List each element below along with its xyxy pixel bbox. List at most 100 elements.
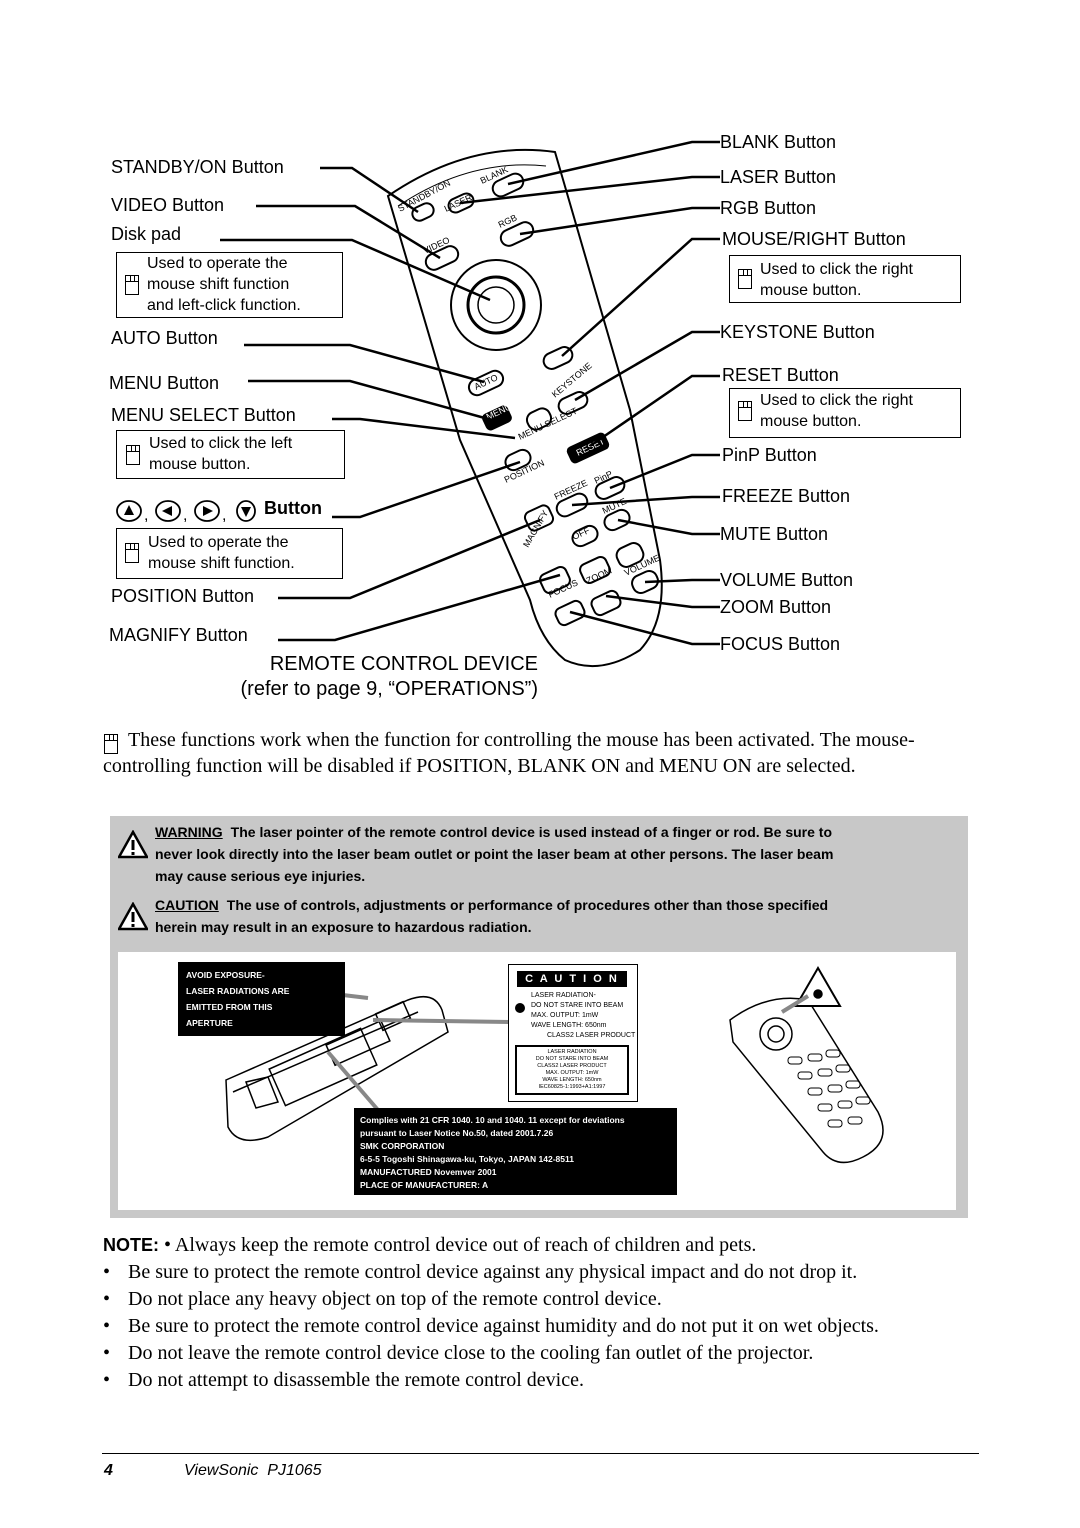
note-text: Be sure to protect the remote control de… [128,1315,879,1337]
bullet: • [103,1369,111,1391]
caution-icon [118,902,148,931]
video-key [424,245,460,271]
caution-label-line: CLASS2 LASER PRODUCT [547,1032,636,1039]
note-item-1: NOTE: • Always keep the remote control d… [103,1234,756,1257]
mouse-note-line2: controlling function will be disabled if… [103,755,856,777]
caution-label-line: MAX. OUTPUT: 1mW [531,1012,599,1019]
small-laser-label: LASER RADIATION DO NOT STARE INTO BEAM C… [515,1045,629,1095]
rgb-key [499,221,535,247]
warning-icon [118,830,148,859]
caution-label-title: C A U T I O N [517,971,627,987]
arrow-buttons-label: , , , Button [116,498,322,524]
separator: , [144,507,148,524]
caution-label-line: LASER RADIATION- [531,992,596,999]
mouse-icon [738,269,752,289]
label-keystone-button: KEYSTONE Button [720,322,875,342]
label-pinp-button: PinP Button [722,445,817,465]
footer-rule [102,1453,979,1454]
disk-pad-note: Used to operate the mouse shift function… [116,252,343,318]
note-item-4: • Be sure to protect the remote control … [103,1315,879,1338]
note-line: mouse shift function. [148,555,295,572]
caption-reference: (refer to page 9, “OPERATIONS”) [240,678,539,700]
note-text: Be sure to protect the remote control de… [128,1261,858,1283]
compliance-line: PLACE OF MANUFACTURER: A [360,1180,489,1190]
keystone-key [557,391,589,415]
note-text: Do not leave the remote control device c… [128,1342,814,1364]
bullet: • [103,1315,111,1337]
separator: , [222,507,226,524]
compliance-line: Complies with 21 CFR 1040. 10 and 1040. … [360,1115,625,1125]
caution-label-text: LASER RADIATION- DO NOT STARE INTO BEAM … [531,991,635,1041]
caution-line: herein may result in an exposure to haza… [155,919,532,935]
mouse-right-key [542,346,574,370]
compliance-line: SMK CORPORATION [360,1141,445,1151]
avoid-exposure-line: EMITTED FROM THIS [186,1002,273,1012]
focus-key [554,599,586,627]
warning-line: The laser pointer of the remote control … [230,824,833,840]
warning-line: may cause serious eye injuries. [155,868,366,884]
label-focus-button: FOCUS Button [720,634,841,654]
volume-key [631,569,659,595]
caption-title: REMOTE CONTROL DEVICE [269,653,538,675]
label-laser-button: LASER Button [720,167,837,187]
auto-key [467,369,505,397]
menu-key [482,405,512,431]
reset-note: Used to click the right mouse button. [729,388,961,438]
caution-label-line: WAVE LENGTH: 650nm [531,1022,607,1029]
caution-line: The use of controls, adjustments or perf… [226,897,829,913]
laser-labels-figure: AVOID EXPOSURE- LASER RADIATIONS ARE EMI… [118,952,956,1210]
small-label-line: MAX. OUTPUT: 1mW [545,1070,599,1076]
page-number: 4 [104,1462,113,1479]
label-auto-button: AUTO Button [111,328,218,348]
warning-line: never look directly into the laser beam … [155,846,834,862]
compliance-label: Complies with 21 CFR 1040. 10 and 1040. … [354,1108,677,1195]
avoid-exposure-line: LASER RADIATIONS ARE [186,986,290,996]
caution-text: CAUTION The use of controls, adjustments … [155,894,828,916]
mouse-icon [125,275,139,295]
label-standby-button: STANDBY/ON Button [111,157,284,177]
compliance-line: MANUFACTURED Novemver 2001 [360,1167,497,1177]
remote-control-drawing [386,148,663,668]
freeze-key [555,492,589,518]
label-mouse-right-button: MOUSE/RIGHT Button [722,229,906,249]
label-arrow-buttons: Button [264,498,322,518]
small-label-line: WAVE LENGTH: 650nm [542,1077,602,1083]
note-text: Do not place any heavy object on top of … [128,1288,662,1310]
compliance-line: 6-5-5 Togoshi Shinagawa-ku, Tokyo, JAPAN… [360,1154,574,1164]
small-label-line: IEC60825-1:1993+A1:1997 [538,1084,606,1090]
leader-lines [220,140,720,646]
note-line: mouse button. [760,282,862,299]
mouse-right-note: Used to click the right mouse button. [729,255,961,303]
menu-select-note: Used to click the left mouse button. [116,430,345,479]
mouse-note-line1: These functions work when the function f… [128,729,915,751]
note-line: mouse shift function [147,276,290,293]
bullet: • [103,1342,111,1364]
note-text: Do not attempt to disassemble the remote… [128,1369,584,1391]
separator: , [183,507,187,524]
bullet: • [164,1234,172,1256]
footer-product: ViewSonic PJ1065 [184,1462,322,1479]
small-label-line: LASER RADIATION [547,1049,597,1055]
mute-key [603,508,631,532]
note-line: Used to operate the [148,534,289,551]
arrow-buttons-note: Used to operate the mouse shift function… [116,528,343,579]
note-line: Used to click the right [760,392,913,409]
avoid-exposure-line: APERTURE [186,1018,233,1028]
note-item-3: • Do not place any heavy object on top o… [103,1288,662,1311]
label-volume-button: VOLUME Button [720,570,854,590]
mouse-icon [125,543,139,563]
disk-pad-ring [450,259,542,351]
note-text: Always keep the remote control device ou… [174,1234,757,1256]
mouse-icon [126,445,140,465]
mouse-icon [738,401,752,421]
note-line: Used to operate the [147,255,288,272]
label-menu-select-button: MENU SELECT Button [111,405,296,425]
note-line: Used to click the left [149,435,293,452]
caution-key: CAUTION [155,897,219,913]
note-item-5: • Do not leave the remote control device… [103,1342,813,1365]
note-item-2: • Be sure to protect the remote control … [103,1261,857,1284]
caution-label-line: DO NOT STARE INTO BEAM [531,1002,624,1009]
label-magnify-button: MAGNIFY Button [109,625,248,645]
standby-key [411,202,435,222]
